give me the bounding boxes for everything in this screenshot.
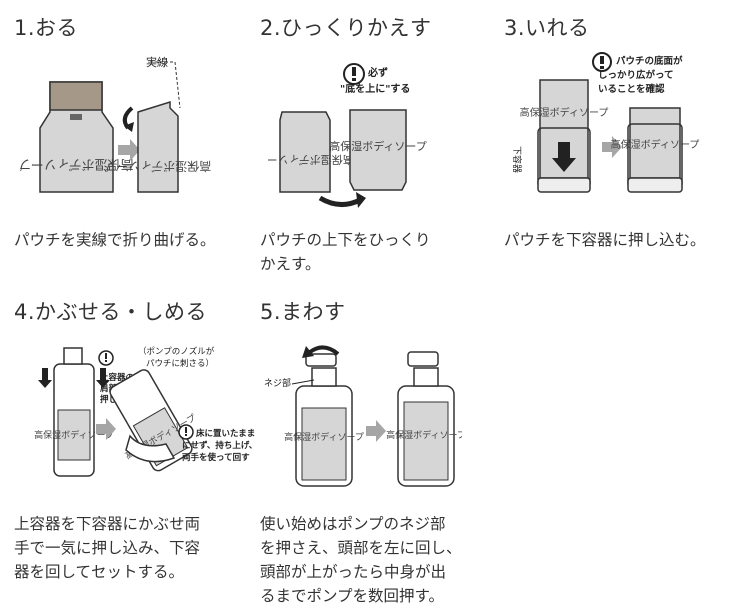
step4-title: 4.かぶせる・しめる — [14, 300, 208, 324]
step5-description: 使い始めはポンプのネジ部 を押さえ、頭部を左に回し、 頭部が上がったら中身が出 … — [260, 512, 462, 608]
step4-illustration: 高保湿ボディソープ （ポンプのノズルが パウチに刺さる） 上容器の 肩部分を 押… — [34, 346, 257, 477]
folded-pouch: 高保湿ボディソープ — [105, 61, 211, 193]
step5-desc-line3: 頭部が上がったら中身が出 — [260, 563, 447, 581]
step5-desc-line2: を押さえ、頭部を左に回し、 — [260, 539, 462, 557]
step2-desc-line2: かえす。 — [260, 255, 321, 273]
step3-title: 3.いれる — [504, 16, 590, 40]
svg-text:実線: 実線 — [146, 55, 168, 69]
step4-description: 上容器を下容器にかぶせ両 手で一気に押し込み、下容 器を回してセットする。 — [14, 512, 200, 584]
svg-text:高保湿ボディソープ: 高保湿ボディソープ — [520, 106, 609, 119]
svg-text:ネジ部: ネジ部 — [264, 377, 291, 389]
exclamation-icon — [178, 424, 194, 440]
arrow-right-icon — [602, 136, 622, 158]
svg-text:下容器: 下容器 — [511, 146, 523, 173]
step5-desc-line4: るまでポンプを数回押す。 — [260, 587, 444, 605]
step3-description: パウチを下容器に押し込む。 — [504, 231, 706, 249]
step1-illustration: 高保湿ボディソープ 高保湿ボディソープ 実線 — [20, 55, 211, 193]
svg-text:しっかり広がって: しっかり広がって — [598, 69, 674, 81]
svg-text:上容器の: 上容器の — [100, 372, 134, 383]
step4-desc-line1: 上容器を下容器にかぶせ両 — [14, 515, 201, 533]
exclamation-icon — [98, 350, 114, 366]
rotate-arrow-icon — [308, 345, 340, 356]
step3-illustration: パウチの底面が しっかり広がって いることを確認 高保湿ボディソープ 下容器 高… — [511, 52, 700, 193]
svg-text:にせず、持ち上げ、: にせず、持ち上げ、 — [182, 440, 257, 451]
step5-illustration: 高保湿ボディソープ ネジ部 高保湿ボディソープ — [264, 345, 462, 487]
step2-title: 2.ひっくりかえす — [260, 16, 432, 40]
arrow-right-icon — [118, 139, 140, 161]
svg-text:高保湿ボディソープ: 高保湿ボディソープ — [284, 431, 364, 443]
step1-title: 1.おる — [14, 16, 79, 40]
rotate-arrow-icon — [318, 195, 362, 207]
svg-text:高保湿ボディソープ: 高保湿ボディソープ — [386, 429, 462, 441]
svg-text:パウチに刺さる）: パウチに刺さる） — [146, 358, 214, 369]
svg-text:いることを確認: いることを確認 — [598, 83, 665, 95]
svg-text:パウチの底面が: パウチの底面が — [616, 55, 683, 67]
step5-desc-line1: 使い始めはポンプのネジ部 — [260, 515, 446, 533]
svg-text:高保湿ボディソープ: 高保湿ボディソープ — [20, 156, 134, 172]
svg-text:"底を上に"する: "底を上に"する — [340, 82, 410, 95]
svg-text:高保湿ボディソープ: 高保湿ボディソープ — [611, 138, 700, 151]
unfolded-pouch: 高保湿ボディソープ — [20, 81, 134, 193]
step2-desc-line1: パウチの上下をひっくり — [260, 231, 431, 249]
svg-text:高保湿ボディソープ: 高保湿ボディソープ — [268, 153, 354, 167]
svg-text:高保湿ボディソープ: 高保湿ボディソープ — [105, 159, 211, 174]
step4-desc-line2: 手で一気に押し込み、下容 — [14, 539, 201, 557]
step2-description: パウチの上下をひっくり かえす。 — [260, 228, 431, 276]
step2-illustration: 必ず "底を上に"する 高保湿ボディソープ 高保湿ボディソープ — [268, 63, 427, 208]
step1-description: パウチを実線で折り曲げる。 — [14, 231, 216, 249]
down-arrow-icon — [552, 142, 576, 172]
exclamation-icon — [343, 63, 365, 85]
svg-text:（ポンプのノズルが: （ポンプのノズルが — [138, 346, 215, 357]
svg-text:高保湿ボディソープ: 高保湿ボディソープ — [329, 139, 427, 153]
step5-title: 5.まわす — [260, 300, 346, 324]
step4-desc-line3: 器を回してセットする。 — [14, 563, 185, 581]
svg-text:必ず: 必ず — [367, 66, 388, 79]
arrow-right-icon — [96, 418, 116, 440]
exclamation-icon — [592, 52, 612, 72]
svg-text:高保湿ボディソープ: 高保湿ボディソープ — [34, 429, 114, 441]
svg-text:床に置いたまま: 床に置いたまま — [196, 428, 255, 439]
svg-text:両手を使って回す: 両手を使って回す — [182, 452, 250, 463]
arrow-right-icon — [366, 420, 386, 442]
